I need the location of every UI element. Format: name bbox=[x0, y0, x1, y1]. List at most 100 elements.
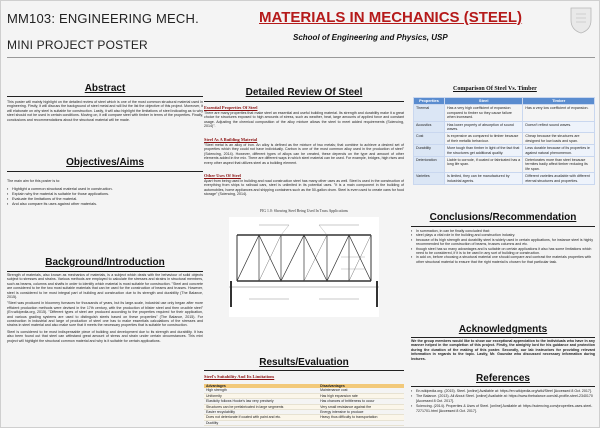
table-header: Disadvantages bbox=[318, 384, 404, 389]
background-rule bbox=[7, 271, 203, 272]
table-cell: Cost bbox=[413, 132, 445, 146]
conclusions-list: In summation, in can be finally conclude… bbox=[411, 229, 595, 264]
poster-subtitle: MINI PROJECT POSTER bbox=[7, 38, 148, 52]
table-cell: Easier recyclability bbox=[204, 409, 319, 416]
table-cell: More tough than timber in light of the f… bbox=[443, 144, 524, 158]
table-cell: Thermal bbox=[413, 104, 445, 122]
conclusions-title: Conclusions/Recommendation bbox=[429, 212, 577, 223]
table-cell: Maintenance cost bbox=[318, 388, 404, 394]
table-cell: Durability bbox=[413, 144, 445, 158]
list-item: Evaluate the limitations of the material… bbox=[7, 197, 203, 202]
table-cell: Has a very low coefficient of expansion. bbox=[522, 104, 595, 122]
references-list: En.wikipedia.org. (2015). Steel. [online… bbox=[411, 389, 595, 414]
table-cell: Uniformity bbox=[204, 393, 319, 400]
table-cell bbox=[318, 420, 404, 427]
course-code: MM103: ENGINEERING MECH. bbox=[7, 11, 199, 26]
list-item: In summation, in can be finally conclude… bbox=[411, 229, 595, 234]
university-logo-icon bbox=[570, 7, 592, 34]
acknowledgments-text: We the group members would like to show … bbox=[411, 339, 595, 361]
review-text-properties: There are many properties that make stee… bbox=[204, 111, 404, 129]
table-cell: High strength bbox=[204, 388, 319, 394]
table-cell: Acoustics bbox=[413, 120, 445, 134]
table-cell: Has high expansion rate bbox=[318, 393, 404, 400]
table-cell: Has chances of brittleness to occur bbox=[318, 398, 404, 405]
header-divider bbox=[7, 57, 595, 58]
list-item: though steel has so many advantages and … bbox=[411, 247, 595, 256]
review-text-building: "Steel metal is an alloy of iron. An all… bbox=[204, 143, 404, 165]
table-cell: Has lower property of absorption of soun… bbox=[443, 120, 524, 134]
table-row: Ductility bbox=[204, 420, 404, 427]
conclusions-rule bbox=[411, 226, 595, 227]
table-cell: Less durable because of its properties i… bbox=[522, 144, 595, 158]
results-rule bbox=[204, 370, 404, 371]
table-cell: Is expensive as compared to timber becau… bbox=[443, 132, 524, 146]
list-item: steel plays a vital role in the building… bbox=[411, 233, 595, 238]
table-row: Elasticity follows Hooke's law very prec… bbox=[204, 398, 404, 405]
table-header: Timber bbox=[522, 96, 595, 106]
table-cell: Doesn't reflect sound waves. bbox=[522, 120, 595, 134]
background-title: Background/Introduction bbox=[45, 257, 165, 268]
abstract-rule bbox=[7, 96, 203, 97]
acknowledgments-title: Acknowledgments bbox=[458, 324, 548, 335]
table-cell: Has a very high coefficient of expansion… bbox=[443, 104, 524, 122]
references-rule bbox=[411, 386, 595, 387]
truss-diagram-figure bbox=[229, 217, 379, 317]
table-cell: Deteriorates more than steel because ter… bbox=[522, 156, 595, 174]
review-subhead-building: Steel As A Building Material bbox=[204, 137, 258, 142]
table-cell: Does not deteriorate if coated with pain… bbox=[204, 414, 319, 421]
review-title: Detailed Review Of Steel bbox=[245, 87, 363, 98]
table-row: Does not deteriorate if coated with pain… bbox=[204, 414, 404, 421]
figure-caption: FIG 1.0: Showing Steel Being Used In Tru… bbox=[259, 209, 349, 213]
review-rule bbox=[204, 101, 404, 102]
objectives-list: Highlight a common structural material u… bbox=[7, 187, 203, 207]
table-header: Steel bbox=[443, 96, 524, 106]
list-item: Explain why the material is suitable for… bbox=[7, 192, 203, 197]
table-cell: Deterioration bbox=[413, 156, 445, 174]
table-header-row: Advantages Disadvantages bbox=[204, 384, 404, 389]
review-text-other-uses: Apart from being used in building and ro… bbox=[204, 179, 404, 197]
list-item: Highlight a common structural material u… bbox=[7, 187, 203, 192]
list-item: And also compare its uses against other … bbox=[7, 202, 203, 207]
abstract-title: Abstract bbox=[84, 83, 126, 94]
background-paragraph: "Steel was produced in bloomery furnaces… bbox=[7, 301, 203, 328]
table-header-row: Properties Steel Timber bbox=[413, 96, 595, 106]
school-name: School of Engineering and Physics, USP bbox=[293, 33, 448, 42]
table-cell: Structures can be prefabricated in large… bbox=[204, 404, 319, 411]
background-paragraph: Steel is considered to be most indispens… bbox=[7, 329, 203, 343]
list-item: Sciencing. (2014). Properties & Uses of … bbox=[411, 404, 595, 413]
table-header: Properties bbox=[413, 96, 445, 106]
list-item: in add on, before choosing a structural … bbox=[411, 255, 595, 264]
objectives-title: Objectives/Aims bbox=[66, 157, 144, 168]
results-subhead: Steel's Suitability And Its Limitations bbox=[204, 374, 275, 379]
list-item: because of its high strength and durabil… bbox=[411, 238, 595, 247]
table-cell: Is limited, they can be manufactured by … bbox=[443, 172, 524, 186]
table-cell: Elasticity follows Hooke's law very prec… bbox=[204, 398, 319, 405]
page-title: MATERIALS IN MECHANICS (STEEL) bbox=[259, 9, 523, 26]
background-text: Strength of materials, also known as mec… bbox=[7, 273, 203, 425]
list-item: En.wikipedia.org. (2015). Steel. [online… bbox=[411, 389, 595, 394]
references-title: References bbox=[476, 373, 530, 384]
table-cell: Cheap because the structures are designe… bbox=[522, 132, 595, 146]
list-item: The Balance. (2013). All About Steel. [o… bbox=[411, 394, 595, 403]
table-row: Structures can be prefabricated in large… bbox=[204, 404, 404, 411]
objectives-intro: The main aim for this poster is to: bbox=[7, 179, 61, 183]
review-subhead-other-uses: Other Uses Of Steel bbox=[204, 173, 241, 178]
acknowledgments-rule bbox=[411, 337, 595, 338]
review-subhead-properties: Essential Properties Of Steel bbox=[204, 105, 258, 110]
table-cell: Very small resistance against fire bbox=[318, 404, 404, 411]
table-cell: Energy intensive to produce bbox=[318, 409, 404, 416]
table-cell: Heavy thus difficulty to transportation bbox=[318, 414, 404, 421]
table-cell: Ductility bbox=[204, 420, 319, 427]
